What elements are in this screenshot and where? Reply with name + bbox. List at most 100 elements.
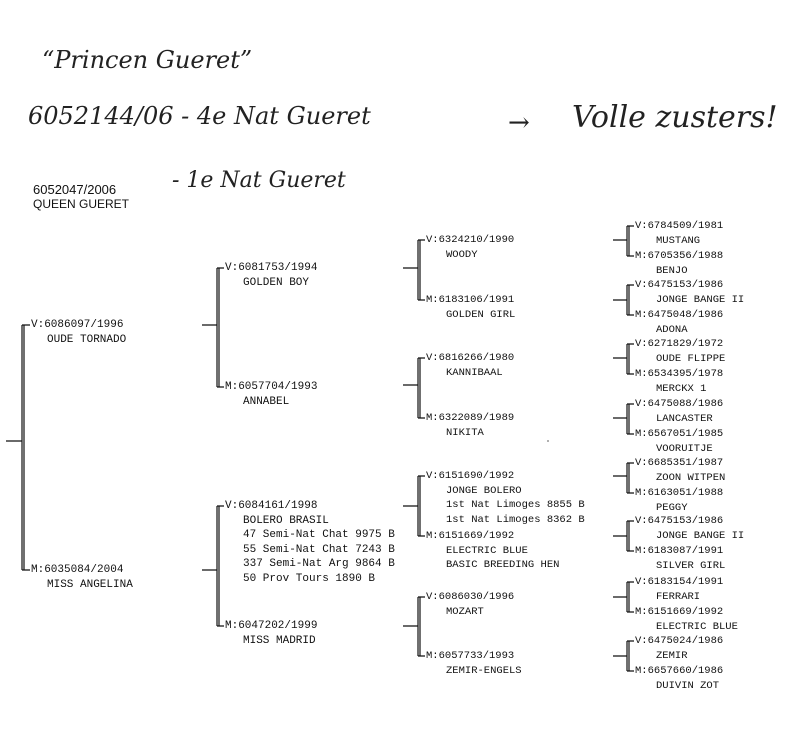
name: ZOON WITPEN [656,471,726,484]
bracket-gen3-b [403,357,425,419]
ring: V:6081753/1994 [225,262,318,274]
bracket-gen2-top [202,267,224,388]
ring: M:6057704/1993 [225,381,318,393]
name: VOORUITJE [656,442,713,455]
name: MISS MADRID [243,634,316,647]
ring: M:6475048/1986 [635,309,724,321]
gen3-bird-5: V:6151690/1992 JONGE BOLERO 1st Nat Limo… [426,469,585,527]
gen3-bird-7: V:6086030/1996 MOZART [426,590,514,619]
name: PEGGY [656,501,688,514]
ring: M:6151669/1992 [635,606,724,618]
ring: M:6183106/1991 [426,294,515,306]
dam-ring: M:6035084/2004 [31,564,124,576]
ring: M:6047202/1999 [225,620,318,632]
ring: V:6475153/1986 [635,515,724,527]
name: GOLDEN BOY [243,276,310,289]
result: 1st Nat Limoges 8362 B [446,513,585,526]
gen3-bird-8: M:6057733/1993 ZEMIR-ENGELS [426,649,522,678]
sire-ring: V:6086097/1996 [31,319,124,331]
name: ANNABEL [243,395,290,408]
handwritten-sister-note: 6052144/06 - 4e Nat Gueret [28,102,371,130]
gen3-bird-1: V:6324210/1990 WOODY [426,233,514,262]
handwritten-arrow: → [508,108,530,138]
name: JONGE BANGE II [656,529,745,542]
ring: V:6685351/1987 [635,457,724,469]
name: JONGE BOLERO [446,484,522,497]
name: BOLERO BRASIL [243,514,329,527]
name: LANCASTER [656,412,713,425]
name: ZEMIR [656,649,688,662]
speck [547,440,549,442]
ring: M:6534395/1978 [635,368,724,380]
root-bird: 6052047/2006 QUEEN GUERET [33,182,129,212]
name: MERCKX 1 [656,382,707,395]
ring: M:6057733/1993 [426,650,515,662]
handwritten-winner-note: - 1e Nat Gueret [172,168,346,193]
ring: V:6271829/1972 [635,338,724,350]
bracket-gen3-a [403,239,425,301]
ring: M:6183087/1991 [635,545,724,557]
name: MOZART [446,605,484,618]
name: ELECTRIC BLUE [446,544,528,557]
result: 55 Semi-Nat Chat 7243 B [243,543,395,556]
name: OUDE FLIPPE [656,352,726,365]
name: ADONA [656,323,688,336]
name: FERRARI [656,590,701,603]
ring: M:6322089/1989 [426,412,515,424]
ring: V:6324210/1990 [426,234,515,246]
result: 50 Prov Tours 1890 B [243,572,376,585]
ring: V:6816266/1980 [426,352,515,364]
note: BASIC BREEDING HEN [446,559,560,571]
ring: V:6475088/1986 [635,398,724,410]
name: NIKITA [446,426,484,439]
name: DUIVIN ZOT [656,679,720,692]
ring: V:6475153/1986 [635,279,724,291]
root-ring: 6052047/2006 [33,182,117,197]
bracket-gen3-c [403,475,425,537]
paternal-granddam: M:6057704/1993 ANNABEL [225,380,317,409]
handwritten-full-sisters: Volle zusters! [572,100,778,135]
ring: M:6163051/1988 [635,487,724,499]
ring: M:6657660/1986 [635,665,724,677]
bracket-gen3-d [403,596,425,657]
name: WOODY [446,248,478,261]
name: ZEMIR-ENGELS [446,664,522,677]
bracket-gen1 [6,324,30,571]
ring: V:6784509/1981 [635,220,724,232]
dam-entry: M:6035084/2004 MISS ANGELINA [31,563,133,592]
gen3-bird-4: M:6322089/1989 NIKITA [426,411,514,440]
sire-entry: V:6086097/1996 OUDE TORNADO [31,318,126,347]
sire-name: OUDE TORNADO [47,333,127,346]
name: KANNIBAAL [446,366,503,379]
ring: V:6475024/1986 [635,635,724,647]
gen3-bird-2: M:6183106/1991 GOLDEN GIRL [426,293,515,322]
name: MUSTANG [656,234,701,247]
name: ELECTRIC BLUE [656,620,738,633]
paternal-grandsire: V:6081753/1994 GOLDEN BOY [225,261,317,290]
ring: V:6086030/1996 [426,591,515,603]
handwritten-nickname: “Princen Gueret” [42,46,253,74]
result: 47 Semi-Nat Chat 9975 B [243,529,395,541]
gen3-bird-6: M:6151669/1992 ELECTRIC BLUE BASIC BREED… [426,529,559,573]
ring: M:6151669/1992 [426,530,515,542]
maternal-granddam: M:6047202/1999 MISS MADRID [225,619,317,648]
ring: V:6151690/1992 [426,470,515,482]
ring: M:6705356/1988 [635,250,724,262]
result: 337 Semi-Nat Arg 9864 B [243,558,395,570]
dam-name: MISS ANGELINA [47,578,133,591]
